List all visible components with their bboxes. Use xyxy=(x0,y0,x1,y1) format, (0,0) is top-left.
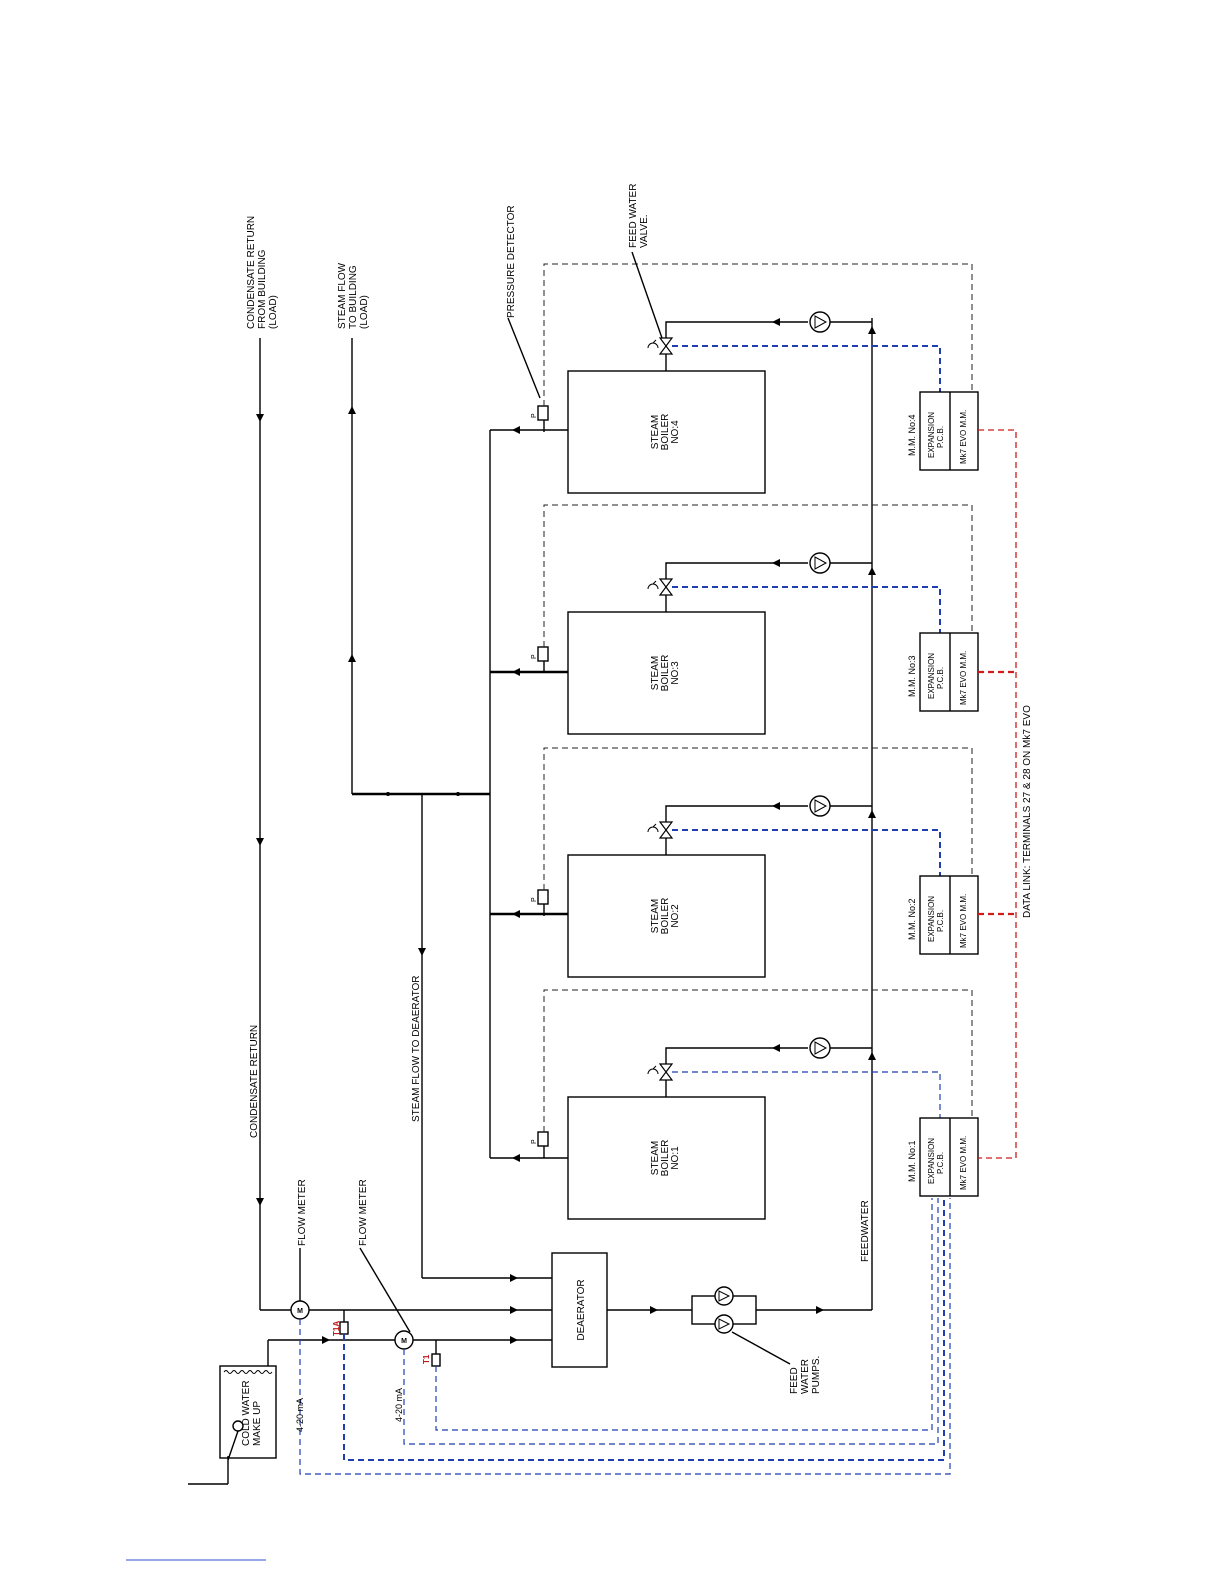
pressure-detector xyxy=(537,1131,549,1147)
svg-text:FROM BUILDING: FROM BUILDING xyxy=(257,249,268,329)
boiler-label: STEAM xyxy=(650,656,661,690)
boiler-label: NO:1 xyxy=(670,1146,681,1170)
module-mk7: Mk7 EVO M.M. xyxy=(959,651,968,705)
pressure-symbol: P xyxy=(531,413,538,418)
meter-symbol: M xyxy=(297,1308,303,1315)
boiler-label: BOILER xyxy=(660,655,671,692)
module-expansion: P.C.B. xyxy=(936,910,945,932)
module-mk7: Mk7 EVO M.M. xyxy=(959,894,968,948)
pressure-symbol: P xyxy=(531,1139,538,1144)
label-steam-flow-deaerator: STEAM FLOW TO DEAERATOR xyxy=(411,975,422,1122)
pressure-detector xyxy=(537,405,549,421)
label-signal-1: 4-20 mA xyxy=(295,1398,305,1432)
svg-text:WATER: WATER xyxy=(800,1359,811,1394)
label-condensate-return: CONDENSATE RETURN xyxy=(249,1025,260,1138)
svg-text:PUMPS.: PUMPS. xyxy=(811,1356,822,1394)
svg-text:STEAM FLOW: STEAM FLOW xyxy=(337,262,348,329)
boiler-label: STEAM xyxy=(650,415,661,449)
label-cold-water: COLD WATER MAKE UP xyxy=(241,1380,263,1446)
label-pressure-detector: PRESSURE DETECTOR xyxy=(506,205,517,318)
boiler-label: STEAM xyxy=(650,1141,661,1175)
module-title: M.M. No:2 xyxy=(907,898,917,940)
module-expansion: P.C.B. xyxy=(936,1152,945,1174)
boiler-label: BOILER xyxy=(660,898,671,935)
svg-text:MAKE UP: MAKE UP xyxy=(252,1401,263,1446)
svg-text:(LOAD): (LOAD) xyxy=(268,295,279,329)
svg-text:FEED WATER: FEED WATER xyxy=(628,184,639,248)
label-t1: T1 xyxy=(422,1354,431,1364)
module-title: M.M. No:1 xyxy=(907,1140,917,1182)
data-link-bus xyxy=(978,429,1017,1159)
label-feedwater: FEEDWATER xyxy=(860,1200,871,1262)
svg-text:VALVE.: VALVE. xyxy=(639,214,650,248)
svg-text:TO BUILDING: TO BUILDING xyxy=(348,265,359,329)
label-flow-meter-1: FLOW METER xyxy=(297,1179,308,1246)
svg-text:(LOAD): (LOAD) xyxy=(359,295,370,329)
label-flow-meter-2: FLOW METER xyxy=(358,1179,369,1246)
pressure-detector xyxy=(537,889,549,905)
feed-water-valve-icon xyxy=(658,578,674,596)
module-box xyxy=(919,632,979,712)
svg-text:FEED: FEED xyxy=(789,1367,800,1394)
module-expansion: EXPANSION xyxy=(927,896,936,942)
feed-water-valve-icon xyxy=(658,337,674,355)
module-mk7: Mk7 EVO M.M. xyxy=(959,410,968,464)
module-expansion: EXPANSION xyxy=(927,412,936,458)
module-box xyxy=(919,875,979,955)
module-expansion: EXPANSION xyxy=(927,1138,936,1184)
boiler-label: NO:4 xyxy=(670,420,681,444)
svg-text:COLD WATER: COLD WATER xyxy=(241,1380,252,1446)
module-box xyxy=(919,1117,979,1197)
module-box xyxy=(919,391,979,471)
feed-pump-icon xyxy=(714,1314,734,1334)
cold-water-tank xyxy=(219,1365,277,1459)
module-title: M.M. No:3 xyxy=(907,655,917,697)
boiler-label: BOILER xyxy=(660,414,671,451)
label-t1a: T1A xyxy=(332,1321,341,1336)
module-title: M.M. No:4 xyxy=(907,414,917,456)
label-steam-flow-building: STEAM FLOW TO BUILDING (LOAD) xyxy=(337,262,370,329)
steam-boiler xyxy=(567,1096,766,1220)
label-feed-water-pumps: FEED WATER PUMPS. xyxy=(789,1356,822,1394)
module-expansion: EXPANSION xyxy=(927,653,936,699)
boiler-label: STEAM xyxy=(650,899,661,933)
label-signal-2: 4-20 mA xyxy=(394,1388,404,1422)
boiler-label: NO:2 xyxy=(670,904,681,928)
module-mk7: Mk7 EVO M.M. xyxy=(959,1136,968,1190)
label-data-link: DATA LINK: TERMINALS 27 & 28 ON Mk7 EVO xyxy=(1022,705,1033,918)
steam-boiler xyxy=(567,611,766,735)
deaerator-label: DEAERATOR xyxy=(576,1279,587,1340)
module-expansion: P.C.B. xyxy=(936,667,945,689)
temp-sensor-t1 xyxy=(431,1353,441,1367)
label-condensate-return-building: CONDENSATE RETURN FROM BUILDING (LOAD) xyxy=(246,216,279,329)
feed-water-valve-icon xyxy=(658,1063,674,1081)
module-expansion: P.C.B. xyxy=(936,426,945,448)
temp-sensor-t1a xyxy=(339,1321,349,1335)
svg-text:CONDENSATE RETURN: CONDENSATE RETURN xyxy=(246,216,257,329)
pressure-symbol: P xyxy=(531,654,538,659)
pressure-detector xyxy=(537,646,549,662)
label-feed-water-valve: FEED WATER VALVE. xyxy=(628,184,650,248)
pressure-symbol: P xyxy=(531,897,538,902)
steam-boiler xyxy=(567,370,766,494)
boiler-label: NO:3 xyxy=(670,661,681,685)
boiler-label: BOILER xyxy=(660,1140,671,1177)
meter-symbol: M xyxy=(401,1338,407,1345)
feed-pump-icon xyxy=(714,1286,734,1306)
feed-water-valve-icon xyxy=(658,821,674,839)
